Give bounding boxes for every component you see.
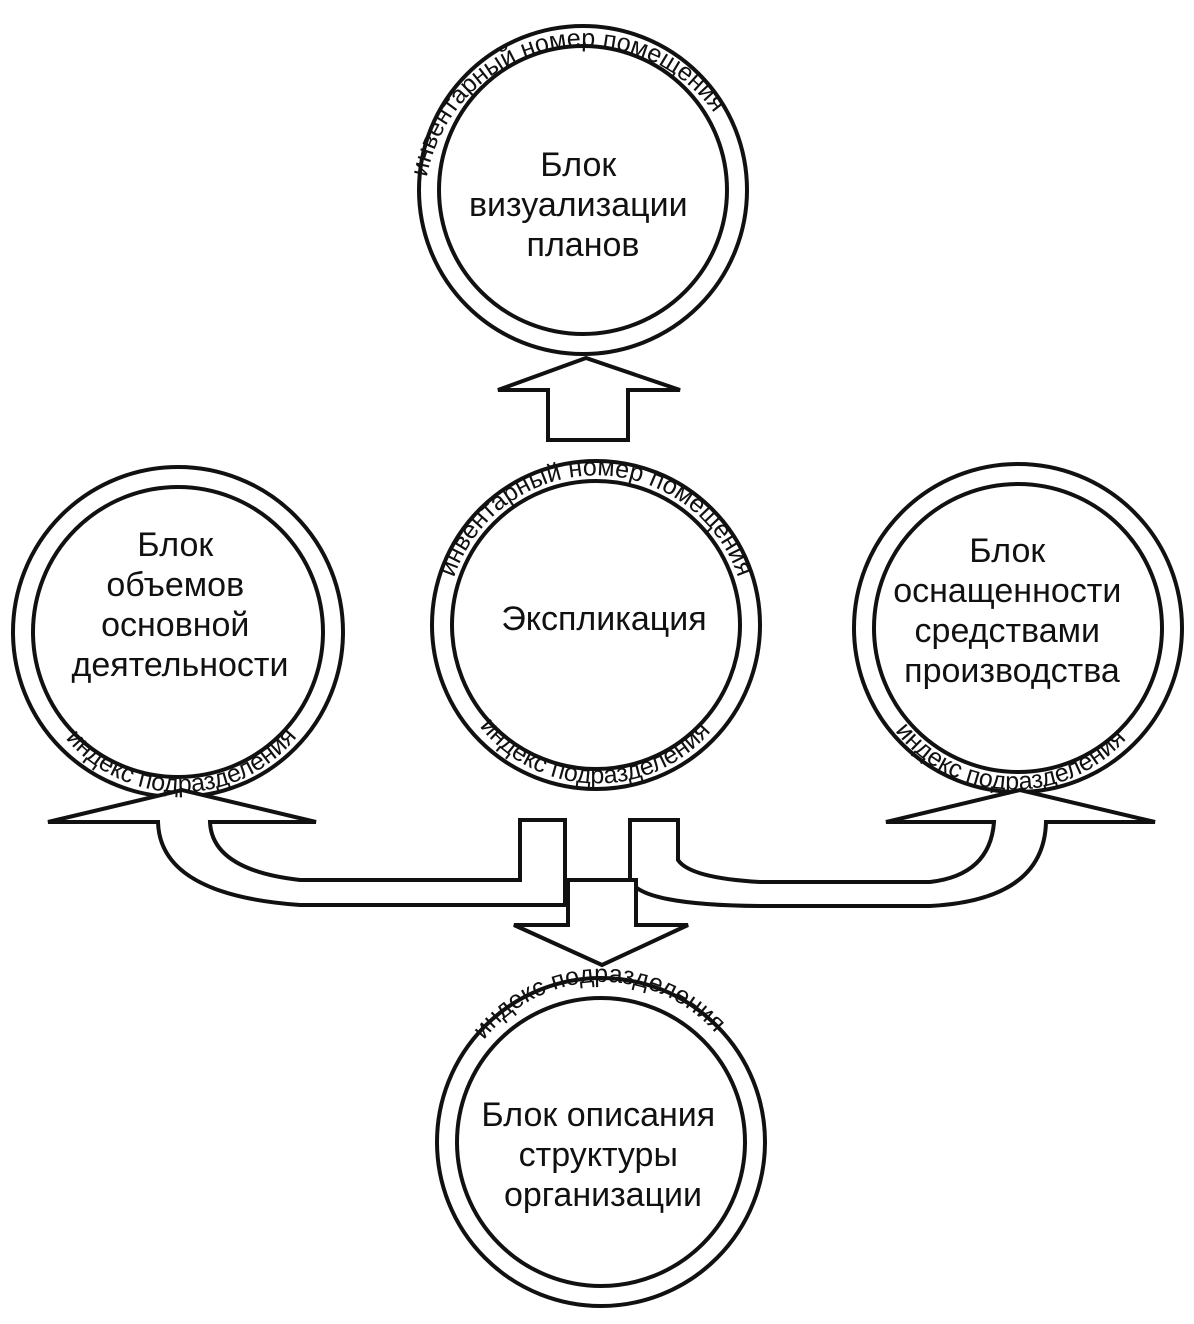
arrow-left-to-volumes xyxy=(47,787,567,907)
arrow-down-to-structure xyxy=(513,878,689,968)
equipment-ring-label: индекс подразделения xyxy=(890,717,1131,796)
block-structure-circle xyxy=(435,976,767,1308)
block-visualization-circle xyxy=(417,24,749,356)
arrow-up-to-visualization xyxy=(497,355,681,442)
explication-ring-label-bottom: индекс подразделения xyxy=(475,712,716,789)
structure-title: Блок описания структуры организации xyxy=(481,1096,724,1214)
equipment-title: Блок оснащенности средствами производств… xyxy=(893,532,1131,690)
volumes-title: Блок объемов основной деятельности xyxy=(72,526,289,684)
visualization-title: Блок визуализации планов xyxy=(469,146,697,264)
block-explication-circle xyxy=(430,459,762,791)
volumes-ring-label: индекс подразделения xyxy=(61,722,302,798)
explication-title: Экспликация xyxy=(501,600,706,638)
explication-ring-label-top: инвентарный номер помещения xyxy=(433,453,759,580)
arrow-right-to-equipment xyxy=(628,787,1156,908)
